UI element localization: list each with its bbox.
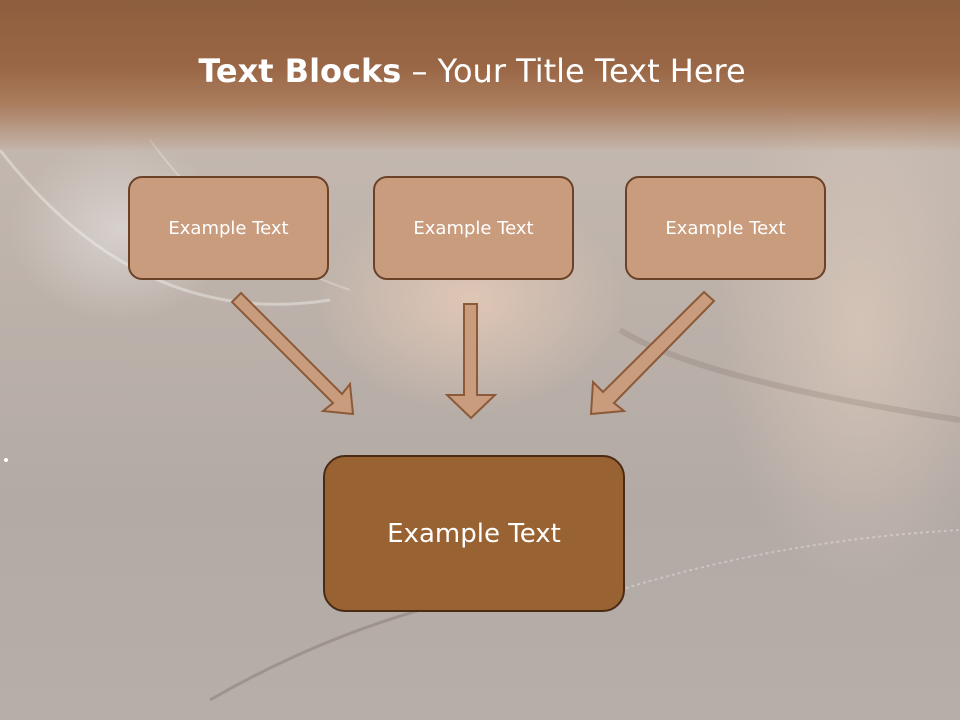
arrow-right-diagonal bbox=[589, 290, 716, 416]
title-rest: Your Title Text Here bbox=[437, 52, 746, 90]
title-dash: – bbox=[401, 52, 438, 90]
top-text-box-1[interactable]: Example Text bbox=[128, 176, 329, 280]
arrow-left-diagonal bbox=[230, 291, 355, 416]
title-bar bbox=[0, 0, 960, 150]
top-text-box-2[interactable]: Example Text bbox=[373, 176, 574, 280]
bottom-text-box[interactable]: Example Text bbox=[323, 455, 625, 612]
top-text-box-3[interactable]: Example Text bbox=[625, 176, 826, 280]
slide-title: Text Blocks – Your Title Text Here bbox=[0, 52, 944, 90]
title-bold: Text Blocks bbox=[198, 52, 402, 90]
arrow-center-down bbox=[444, 303, 498, 420]
